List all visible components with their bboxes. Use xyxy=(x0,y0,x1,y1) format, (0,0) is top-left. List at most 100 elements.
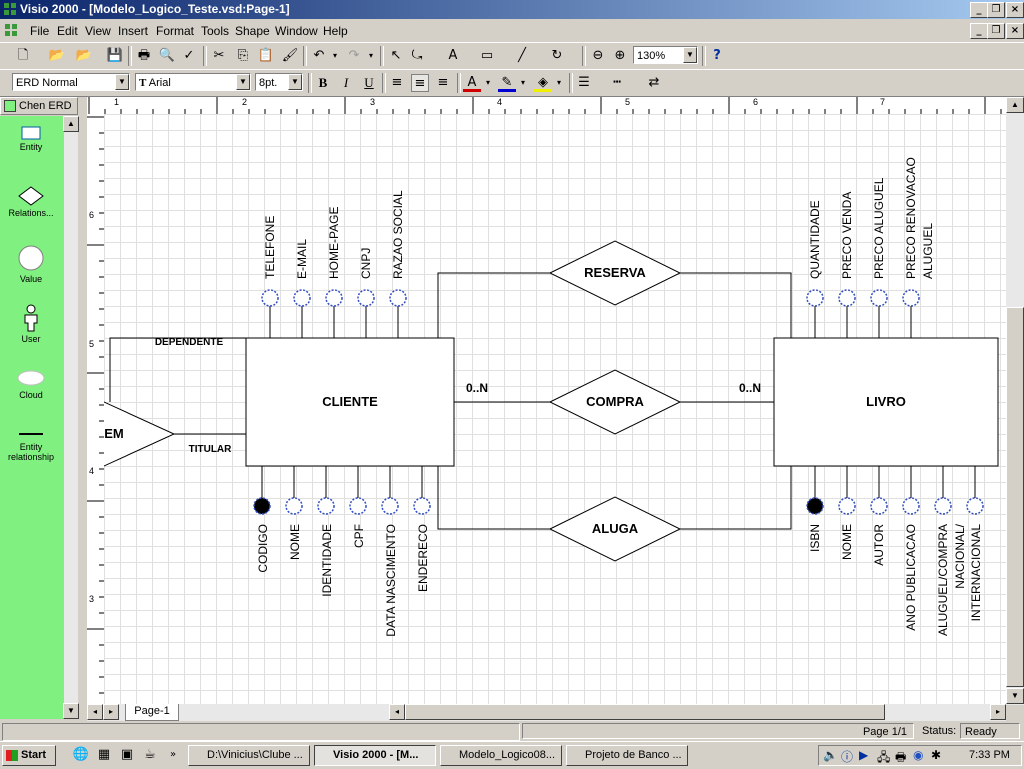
vertical-scrollbar[interactable]: ▲ ▼ xyxy=(1006,97,1024,705)
stencil-scrollbar[interactable]: ▲ ▼ xyxy=(63,116,79,719)
attribute-value-circle[interactable] xyxy=(389,289,407,307)
attribute-value-circle[interactable] xyxy=(413,497,431,515)
line-weight-icon[interactable]: ☰ xyxy=(578,75,590,90)
attribute-value-circle[interactable] xyxy=(317,497,335,515)
attribute-value-circle[interactable] xyxy=(349,497,367,515)
attribute-value-circle[interactable] xyxy=(325,289,343,307)
connector-line[interactable] xyxy=(680,466,792,530)
scroll-left-icon[interactable]: ◂ xyxy=(389,704,405,720)
scroll-down-icon[interactable]: ▼ xyxy=(1006,688,1024,704)
start-button[interactable]: Start xyxy=(2,745,56,766)
chevron-down-icon[interactable]: ▼ xyxy=(236,74,250,90)
horizontal-scrollbar[interactable]: ◂ ▸ Page-1 ◂ ▸ xyxy=(87,704,1006,721)
fill-color-icon[interactable]: ◈ xyxy=(534,74,552,92)
attribute-value-circle[interactable] xyxy=(838,497,856,515)
scroll-up-icon[interactable]: ▲ xyxy=(63,116,79,132)
attribute-value-circle[interactable] xyxy=(806,289,824,307)
relationship-em[interactable] xyxy=(104,401,176,467)
connector-line[interactable] xyxy=(437,272,550,338)
volume-icon[interactable]: 🔈 xyxy=(823,748,838,762)
font-combo[interactable]: T Arial ▼ xyxy=(135,73,251,91)
menu-view[interactable]: View xyxy=(85,24,111,38)
stencil-shape-entity-relationship[interactable]: Entity relationship xyxy=(0,428,62,462)
line-tool-icon[interactable]: ╱ xyxy=(518,48,526,63)
key-attribute-circle[interactable] xyxy=(253,497,271,515)
align-center-icon[interactable]: ≡ xyxy=(411,74,429,92)
redo-dropdown-icon[interactable]: ▾ xyxy=(368,51,373,60)
tray-app-icon[interactable]: ✱ xyxy=(931,748,942,762)
doc-minimize-button[interactable]: _ xyxy=(970,23,988,39)
minimize-button[interactable]: _ xyxy=(970,2,988,18)
quicklaunch-app-icon[interactable]: ☕ xyxy=(144,747,156,762)
attribute-value-circle[interactable] xyxy=(357,289,375,307)
menu-edit[interactable]: Edit xyxy=(57,24,78,38)
attribute-value-circle[interactable] xyxy=(966,497,984,515)
menu-shape[interactable]: Shape xyxy=(235,24,270,38)
doc-restore-button[interactable]: ❐ xyxy=(987,23,1005,39)
copy-icon[interactable]: ⎘ xyxy=(237,48,249,63)
relationship-reserva[interactable] xyxy=(548,240,682,306)
attribute-value-circle[interactable] xyxy=(285,497,303,515)
new-icon[interactable]: 🗋 xyxy=(17,48,29,63)
close-button[interactable]: × xyxy=(1006,2,1024,18)
open-icon[interactable]: 📂 xyxy=(48,48,66,63)
attribute-value-circle[interactable] xyxy=(902,497,920,515)
font-color-icon[interactable]: A xyxy=(463,74,481,92)
paste-icon[interactable]: 📋 xyxy=(257,48,275,63)
stencil-shape-user[interactable]: User xyxy=(0,304,62,344)
page-next-icon[interactable]: ▸ xyxy=(103,704,119,720)
scroll-thumb[interactable] xyxy=(405,704,885,720)
scroll-down-icon[interactable]: ▼ xyxy=(63,703,79,719)
stencil-shape-value[interactable]: Value xyxy=(0,244,62,284)
bold-button[interactable]: B xyxy=(318,75,328,90)
key-attribute-circle[interactable] xyxy=(806,497,824,515)
italic-button[interactable]: I xyxy=(343,75,349,90)
cut-icon[interactable]: ✂ xyxy=(213,48,225,63)
style-combo[interactable]: ERD Normal ▼ xyxy=(12,73,130,91)
task-projeto[interactable]: Projeto de Banco ... xyxy=(566,745,688,766)
connector-line[interactable] xyxy=(680,272,792,338)
redo-icon[interactable]: ↷ xyxy=(348,48,360,63)
undo-dropdown-icon[interactable]: ▾ xyxy=(332,51,337,60)
quicklaunch-explorer-icon[interactable]: 🌐 xyxy=(72,747,90,762)
stencil-shape-entity[interactable]: Entity xyxy=(0,126,62,152)
font-color-dropdown-icon[interactable]: ▾ xyxy=(485,78,490,87)
attribute-value-circle[interactable] xyxy=(902,289,920,307)
antivirus-icon[interactable]: ◉ xyxy=(913,748,924,762)
drawing-canvas[interactable]: CLIENTE LIVRO RESERVA COMPRA ALUGA EM DE… xyxy=(104,114,1006,704)
scroll-right-icon[interactable]: ▸ xyxy=(990,704,1006,720)
task-explorer[interactable]: D:\Vinicius\Clube ... xyxy=(188,745,310,766)
relationship-aluga[interactable] xyxy=(548,496,682,562)
menu-format[interactable]: Format xyxy=(156,24,195,38)
menu-window[interactable]: Window xyxy=(275,24,318,38)
line-ends-icon[interactable]: ⇄ xyxy=(648,75,660,90)
quicklaunch-more-icon[interactable]: » xyxy=(169,749,177,760)
text-tool-icon[interactable]: A xyxy=(448,48,458,63)
attribute-value-circle[interactable] xyxy=(870,289,888,307)
page-tab[interactable]: Page-1 xyxy=(125,704,179,721)
chevron-down-icon[interactable]: ▼ xyxy=(115,74,129,90)
underline-button[interactable]: U xyxy=(364,75,374,90)
save-icon[interactable]: 💾 xyxy=(106,48,124,63)
task-visio[interactable]: Visio 2000 - [M... xyxy=(314,745,436,766)
attribute-value-circle[interactable] xyxy=(261,289,279,307)
attribute-value-circle[interactable] xyxy=(293,289,311,307)
align-right-icon[interactable]: ≡ xyxy=(437,75,449,90)
entity-livro[interactable] xyxy=(773,337,999,467)
zoom-in-icon[interactable]: ⊕ xyxy=(614,48,626,63)
pointer-tool-icon[interactable]: ↖ xyxy=(390,48,402,63)
visio-app-icon[interactable] xyxy=(3,2,17,16)
align-left-icon[interactable]: ≡ xyxy=(391,75,403,90)
scroll-up-icon[interactable]: ▲ xyxy=(1006,97,1024,113)
connector-line[interactable] xyxy=(109,337,246,402)
task-modelo[interactable]: Modelo_Logico08... xyxy=(440,745,562,766)
line-pattern-icon[interactable]: ┅ xyxy=(613,75,621,90)
font-size-combo[interactable]: 8pt. ▼ xyxy=(255,73,303,91)
menu-tools[interactable]: Tools xyxy=(201,24,230,38)
relationship-compra[interactable] xyxy=(548,369,682,435)
printer-icon[interactable]: 🖶 xyxy=(895,750,907,764)
rotate-tool-icon[interactable]: ↻ xyxy=(551,48,563,63)
format-painter-icon[interactable]: 🖌 xyxy=(281,48,299,63)
page-first-icon[interactable]: ◂ xyxy=(87,704,103,720)
line-color-icon[interactable]: ✎ xyxy=(498,74,516,92)
